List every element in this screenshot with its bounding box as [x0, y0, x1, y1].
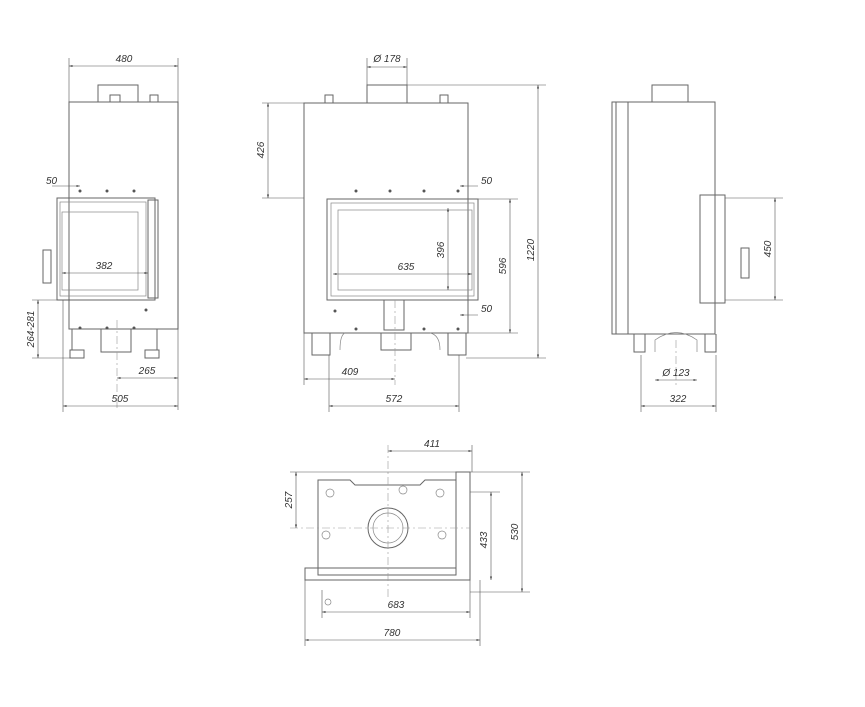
door-handle	[42, 249, 52, 284]
dim-air-diameter: Ø 123	[661, 368, 690, 379]
dim-596: 596	[498, 257, 509, 274]
dim-1220: 1220	[526, 238, 537, 261]
dim-50-top: 50	[481, 176, 493, 187]
dim-50-bottom: 50	[481, 304, 493, 315]
dim-433: 433	[479, 531, 490, 548]
door-frame	[56, 197, 156, 301]
dim-530: 530	[510, 523, 521, 540]
dim-480: 480	[116, 54, 133, 65]
dim-322: 322	[670, 394, 687, 405]
dim-683: 683	[388, 600, 405, 611]
dim-426: 426	[256, 141, 267, 158]
right-side-view: 450 Ø 123 322	[611, 84, 783, 412]
left-side-view: 480 50 382 264-281 265 505	[26, 54, 179, 412]
ash-drawer	[383, 299, 405, 331]
dim-409: 409	[342, 367, 359, 378]
dim-382: 382	[96, 261, 113, 272]
dim-450: 450	[763, 240, 774, 257]
front-view: Ø 178 426 396 635 596 1220 50 50 409 572	[256, 54, 546, 412]
dim-780: 780	[384, 628, 401, 639]
dim-264-281: 264-281	[26, 311, 37, 349]
dim-411: 411	[424, 439, 440, 450]
door-handle	[740, 247, 750, 279]
dim-635: 635	[398, 262, 415, 273]
dim-257: 257	[284, 491, 295, 509]
dim-396: 396	[436, 241, 447, 258]
dim-265: 265	[138, 366, 156, 377]
top-view: 411 257 433 530 683 780	[284, 439, 530, 646]
dim-505: 505	[112, 394, 129, 405]
dim-572: 572	[386, 394, 403, 405]
door-frame	[326, 198, 479, 301]
dim-flue-diameter: Ø 178	[372, 54, 401, 65]
dim-50: 50	[46, 176, 58, 187]
